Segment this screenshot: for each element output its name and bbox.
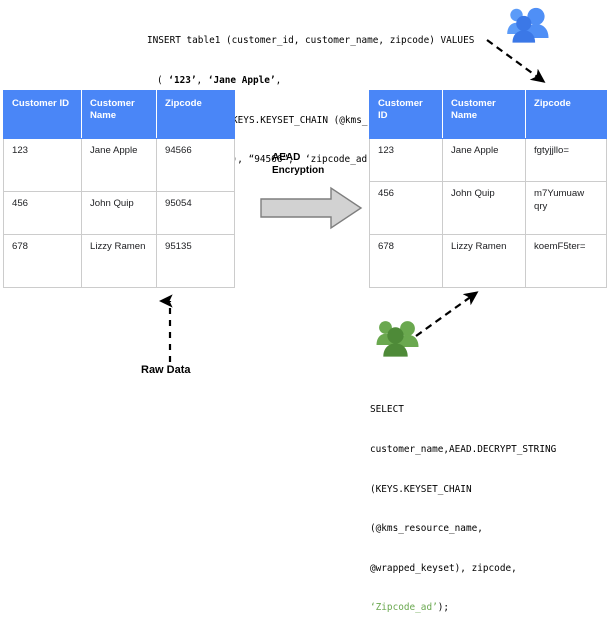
select-sql-line-1: SELECT [370,404,404,416]
table-row: 678 Lizzy Ramen 95135 [3,234,235,288]
insert-sql-literal-customer-id: ‘123’ [168,75,197,87]
raw-data-label: Raw Data [141,364,191,376]
aead-label-line-1: AEAD [272,152,301,163]
cell-zipcode: 95054 [156,191,235,235]
table-row: 456 John Quip m7Yumuaw qry [369,181,607,235]
select-sql-line-3: (KEYS.KEYSET_CHAIN [370,483,472,495]
cell-customer-id: 678 [369,234,443,288]
table-row: 678 Lizzy Ramen koemF5ter= [369,234,607,288]
select-sql-line-6-suffix: ); [437,602,450,614]
dashed-arrow-insert-to-encrypted-table [485,38,553,88]
people-group-icon [505,3,549,43]
cell-zipcode: 95135 [156,234,235,288]
cell-customer-id: 123 [3,138,82,192]
cell-zipcode: fgtyjjllo= [525,138,607,182]
dashed-arrow-raw-data-to-table [150,292,190,364]
cell-customer-name: John Quip [81,191,157,235]
insert-sql-line-2-suffix: , [275,75,282,87]
cell-zipcode: koemF5ter= [525,234,607,288]
cell-zipcode: m7Yumuaw qry [525,181,607,235]
cell-customer-name: Jane Apple [81,138,157,192]
insert-sql-line-2-mid: , [196,75,208,87]
cell-customer-name: Jane Apple [442,138,526,182]
cell-customer-name: Lizzy Ramen [442,234,526,288]
people-group-icon [376,317,420,357]
raw-data-table: Customer ID Customer Name Zipcode 123 Ja… [3,90,235,288]
column-header-customer-id: Customer ID [3,90,82,139]
encryption-block-arrow-icon [259,186,363,230]
select-sql-line-2: customer_name,AEAD.DECRYPT_STRING [370,444,557,456]
insert-sql-line-2-prefix: ( [157,75,169,87]
select-sql-line-6: ‘Zipcode_ad’); [370,601,556,614]
column-header-customer-name: Customer Name [81,90,157,139]
select-sql-statement: SELECT customer_name,AEAD.DECRYPT_STRING… [370,377,556,628]
column-header-zipcode: Zipcode [525,90,607,139]
table-row: 456 John Quip 95054 [3,191,235,235]
cell-customer-id: 678 [3,234,82,288]
select-sql-line-5: @wrapped_keyset), zipcode, [370,562,517,574]
select-sql-line-4: (@kms_resource_name, [370,523,483,535]
insert-sql-literal-customer-name: ‘Jane Apple’ [207,75,276,87]
encrypted-data-table: Customer ID Customer Name Zipcode 123 Ja… [369,90,607,288]
aead-encryption-label: AEAD Encryption [272,152,324,177]
cell-customer-name: Lizzy Ramen [81,234,157,288]
cell-customer-id: 123 [369,138,443,182]
insert-sql-line-1: INSERT table1 (customer_id, customer_nam… [147,35,475,47]
cell-customer-id: 456 [369,181,443,235]
table-header-row: Customer ID Customer Name Zipcode [369,90,607,139]
table-row: 123 Jane Apple 94566 [3,138,235,192]
column-header-customer-id: Customer ID [369,90,443,139]
column-header-customer-name: Customer Name [442,90,526,139]
aead-label-line-2: Encryption [272,164,325,176]
dashed-arrow-select-to-encrypted-table [414,286,486,338]
table-header-row: Customer ID Customer Name Zipcode [3,90,235,139]
table-row: 123 Jane Apple fgtyjjllo= [369,138,607,182]
select-sql-literal-zipcode-ad: ‘Zipcode_ad’ [370,602,438,614]
insert-sql-line-2: ( ‘123’, ‘Jane Apple’, [147,74,474,87]
cell-zipcode: 94566 [156,138,235,192]
cell-customer-id: 456 [3,191,82,235]
column-header-zipcode: Zipcode [156,90,235,139]
cell-customer-name: John Quip [442,181,526,235]
